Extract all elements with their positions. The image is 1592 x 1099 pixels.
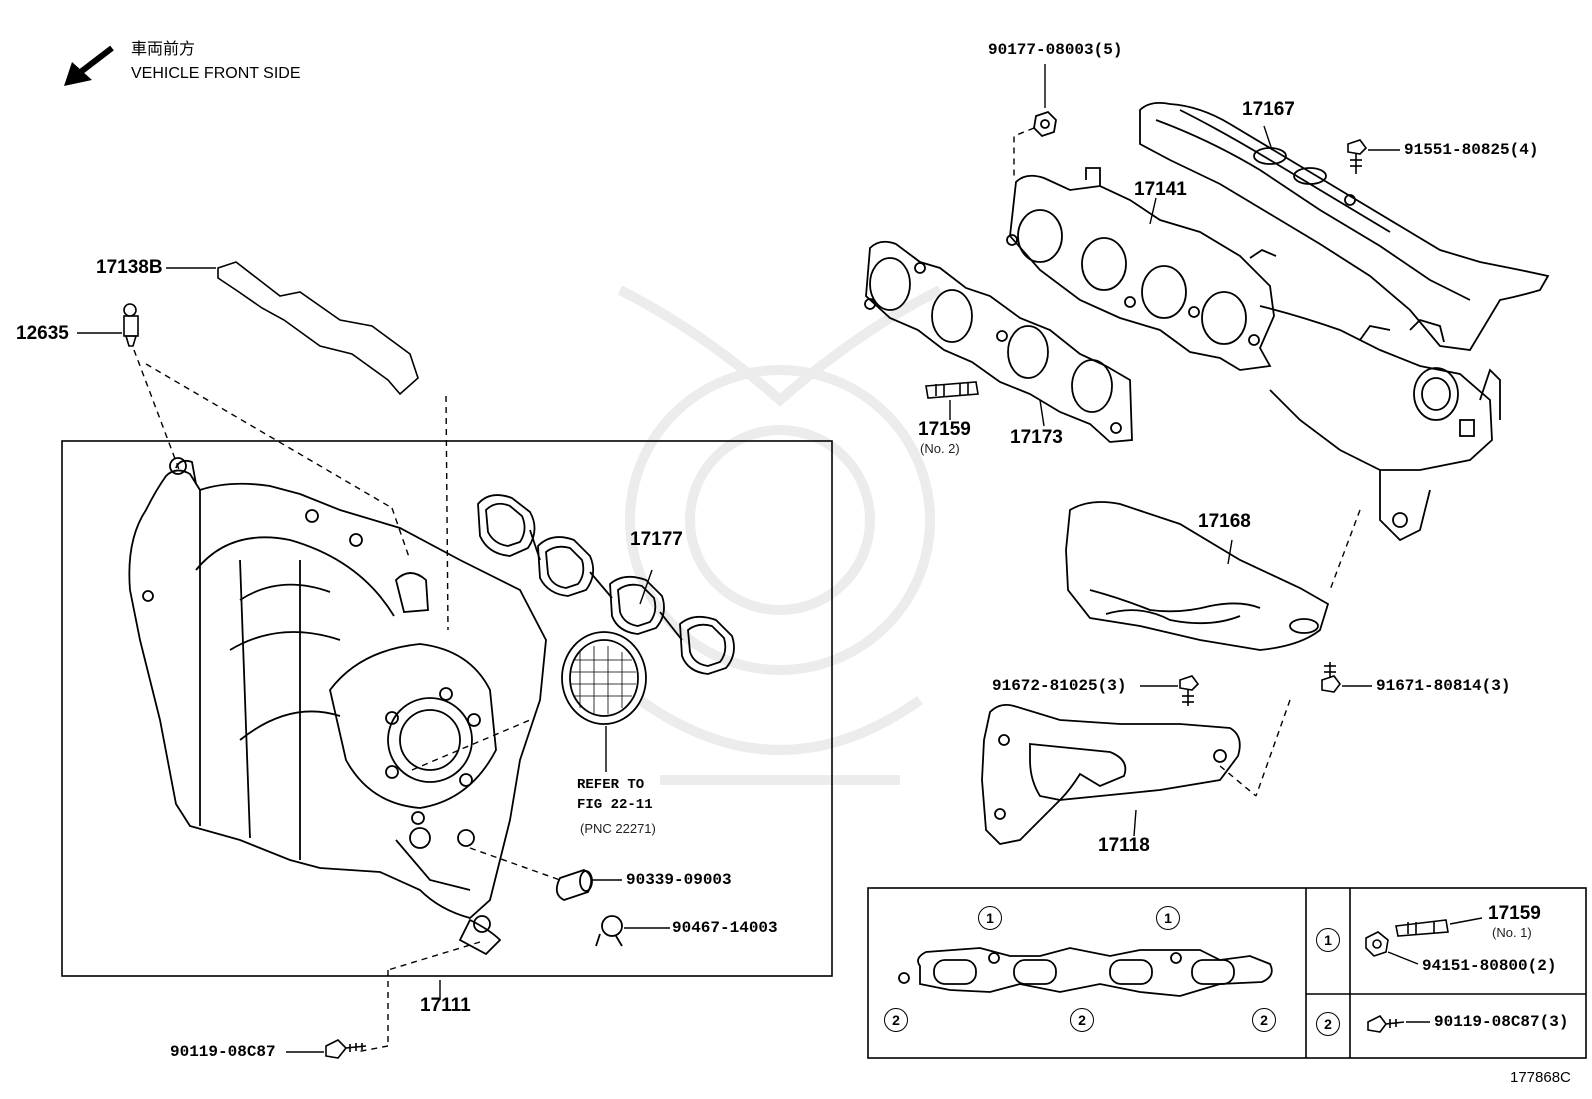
legend-marker-1b: 1 — [1156, 906, 1180, 930]
gasket-17177 — [477, 494, 735, 675]
part-17118[interactable]: 17118 — [1098, 835, 1150, 856]
legend-stud-nut — [1365, 919, 1449, 1033]
part-17177[interactable]: 17177 — [630, 529, 683, 550]
nut-90177 — [1033, 110, 1057, 138]
refer-line2: FIG 22-11 — [577, 797, 653, 813]
legend-marker-2b: 2 — [1070, 1008, 1094, 1032]
part-17159-no2-sub: (No. 2) — [920, 441, 960, 456]
legend-marker-1a: 1 — [978, 906, 1002, 930]
legend-key-1: 1 — [1316, 928, 1340, 952]
part-17159-no1-sub: (No. 1) — [1492, 925, 1532, 940]
exhaust-manifold-17141 — [1006, 167, 1501, 542]
legend-table — [867, 887, 1587, 1059]
exhaust-gasket-17173 — [864, 240, 1133, 443]
bolt-91671 — [1321, 662, 1341, 693]
figure-id: 177868C — [1510, 1069, 1571, 1086]
part-91551[interactable]: 91551-80825(4) — [1404, 141, 1539, 159]
bolt-90119-left — [325, 1039, 367, 1059]
legend-marker-2c: 2 — [1252, 1008, 1276, 1032]
part-91672[interactable]: 91672-81025(3) — [992, 677, 1127, 695]
stud-17159-no2 — [925, 381, 979, 399]
part-17159-no1[interactable]: 17159 — [1488, 903, 1541, 924]
direction-en-label: VEHICLE FRONT SIDE — [131, 65, 301, 82]
part-90119-right[interactable]: 90119-08C87(3) — [1434, 1013, 1569, 1031]
part-17159-no2[interactable]: 17159 — [918, 419, 971, 440]
sensor-12635 — [123, 303, 139, 347]
front-arrow-icon — [64, 45, 114, 86]
heat-insulator-17168 — [1065, 501, 1330, 651]
legend-key-2: 2 — [1316, 1012, 1340, 1036]
refer-line3: (PNC 22271) — [580, 821, 656, 836]
bracket-17138b — [217, 261, 419, 396]
refer-line1: REFER TO — [577, 777, 645, 793]
direction-jp-label: 車両前方 — [131, 41, 196, 58]
part-94151[interactable]: 94151-80800(2) — [1422, 957, 1557, 975]
watermark-emblem — [617, 285, 943, 785]
part-17138b[interactable]: 17138B — [96, 257, 163, 278]
clip-90467 — [595, 915, 623, 947]
legend-marker-2a: 2 — [884, 1008, 908, 1032]
part-17168[interactable]: 17168 — [1198, 511, 1251, 532]
part-17111[interactable]: 17111 — [420, 995, 471, 1016]
part-90467[interactable]: 90467-14003 — [672, 919, 778, 937]
legend-gasket — [898, 947, 1273, 997]
intake-manifold-17111 — [128, 457, 547, 956]
pipe-90339 — [555, 869, 593, 901]
part-90119-left[interactable]: 90119-08C87 — [170, 1043, 276, 1061]
part-17173[interactable]: 17173 — [1010, 427, 1063, 448]
bracket-17118 — [981, 703, 1241, 845]
part-91671[interactable]: 91671-80814(3) — [1376, 677, 1511, 695]
bolt-91672 — [1179, 675, 1200, 706]
heat-insulator-17167 — [1139, 101, 1550, 351]
part-17167[interactable]: 17167 — [1242, 99, 1295, 120]
part-90339[interactable]: 90339-09003 — [626, 871, 732, 889]
part-90177[interactable]: 90177-08003(5) — [988, 41, 1123, 59]
throttle-gasket-ring — [561, 631, 647, 725]
bolt-91551 — [1347, 139, 1368, 174]
part-12635[interactable]: 12635 — [16, 323, 69, 344]
part-17141[interactable]: 17141 — [1134, 179, 1187, 200]
